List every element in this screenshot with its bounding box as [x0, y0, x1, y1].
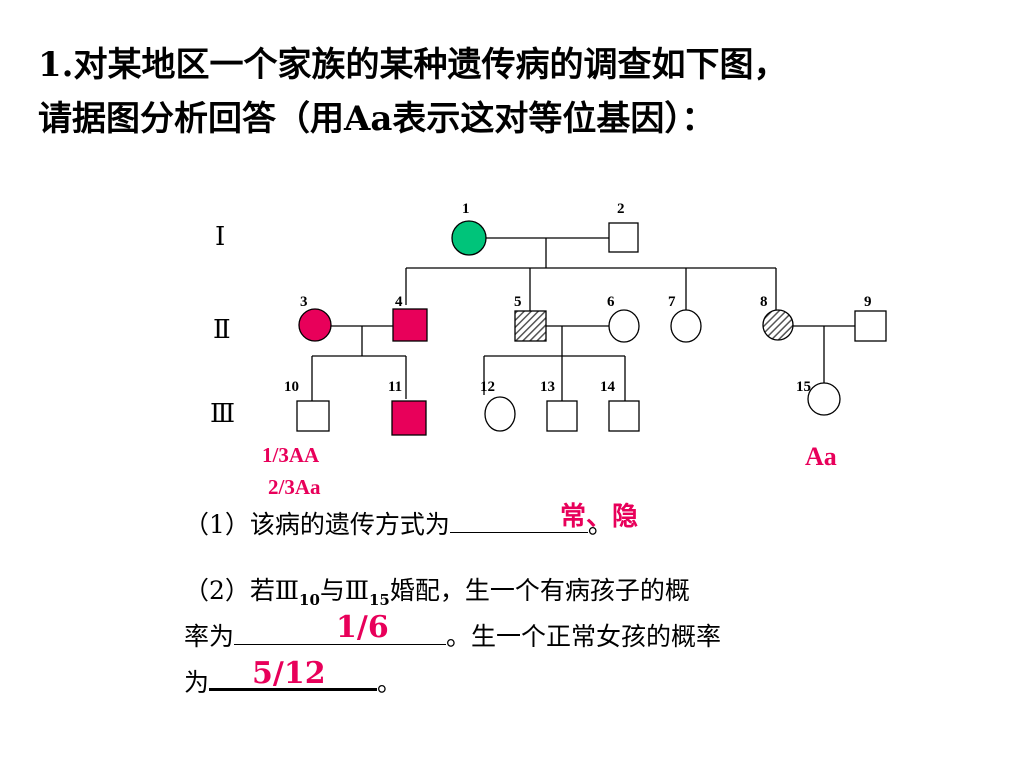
genotype-annotation-10-line2: 2/3Aa — [268, 475, 321, 499]
q2-answer-1: 1/6 — [336, 610, 389, 645]
q1-suffix: 。 — [587, 510, 613, 539]
title-line-1: 1.对某地区一个家族的某种遗传病的调查如下图， — [38, 38, 1018, 92]
question-1: （1）该病的遗传方式为 。 — [184, 506, 613, 543]
ind-label-12: 12 — [480, 379, 495, 395]
question-2-line-1: （2）若Ⅲ10与Ⅲ15婚配，生一个有病孩子的概 — [184, 573, 690, 618]
ind-label-1: 1 — [462, 201, 470, 217]
q1-blank — [449, 506, 588, 533]
ind-label-2: 2 — [617, 201, 625, 217]
ind-label-13: 13 — [540, 379, 555, 395]
question-2-line-2: 率为 。生一个正常女孩的概率 — [184, 618, 721, 655]
individual-7-female — [670, 309, 702, 343]
q2-subscript-10: 10 — [299, 591, 320, 609]
question-number: 1. — [38, 45, 74, 85]
q2-text-a: （2）若Ⅲ — [184, 576, 300, 605]
title-text-1: 对某地区一个家族的某种遗传病的调查如下图， — [73, 45, 788, 85]
ind-label-9: 9 — [864, 294, 872, 310]
q2-blank-1 — [234, 618, 447, 645]
individual-13-male — [546, 400, 578, 432]
individual-11-male — [391, 400, 427, 436]
q2-blank-2 — [209, 662, 378, 691]
individual-10-male — [296, 400, 330, 432]
individual-1-female — [451, 220, 487, 256]
genotype-annotation-15: Aa — [805, 442, 837, 471]
q2-subscript-15: 15 — [369, 591, 390, 609]
question-title: 1.对某地区一个家族的某种遗传病的调查如下图， 请据图分析回答（用Aa表示这对等… — [38, 38, 1018, 146]
individual-9-male — [854, 310, 887, 342]
generation-label-1: Ⅰ — [215, 222, 225, 251]
ind-label-6: 6 — [607, 294, 615, 310]
question-2-line-3: 为。 — [184, 662, 402, 701]
ind-label-10: 10 — [284, 379, 299, 395]
q2-text-c: 婚配，生一个有病孩子的概 — [389, 576, 690, 605]
q2-line3-suffix: 。 — [377, 668, 403, 697]
individual-12-female — [484, 396, 516, 432]
q2-line2-prefix: 率为 — [184, 622, 235, 651]
ind-label-3: 3 — [300, 294, 308, 310]
individual-8-female — [762, 309, 794, 341]
q1-prefix: （1）该病的遗传方式为 — [184, 510, 450, 539]
individual-3-female — [298, 308, 332, 342]
pedigree-lines — [311, 237, 855, 401]
ind-label-14: 14 — [600, 379, 616, 395]
generation-label-3: Ⅲ — [210, 399, 235, 428]
individual-14-male — [608, 400, 640, 432]
q1-answer: 常、隐 — [560, 502, 639, 532]
ind-label-15: 15 — [796, 379, 811, 395]
q2-text-b: 与Ⅲ — [319, 576, 369, 605]
individual-2-male — [608, 222, 639, 253]
individual-5-male — [514, 310, 547, 342]
ind-label-8: 8 — [760, 294, 768, 310]
generation-label-2: Ⅱ — [213, 315, 231, 344]
individual-6-female — [608, 309, 640, 343]
title-text-2b: 表示这对等位基因）： — [392, 99, 716, 139]
ind-label-11: 11 — [388, 379, 402, 395]
ind-label-5: 5 — [514, 294, 522, 310]
ind-label-4: 4 — [395, 294, 403, 310]
individual-15-female — [807, 382, 841, 416]
q2-line3-prefix: 为 — [184, 668, 210, 697]
individual-4-male — [392, 308, 428, 342]
q2-line2-suffix: 。生一个正常女孩的概率 — [446, 622, 722, 651]
q2-answer-2: 5/12 — [252, 656, 326, 691]
title-line-2: 请据图分析回答（用Aa表示这对等位基因）： — [38, 92, 1018, 146]
title-allele-symbol: Aa — [344, 99, 393, 139]
title-text-2a: 请据图分析回答（用 — [38, 99, 344, 139]
ind-label-7: 7 — [668, 294, 676, 310]
genotype-annotation-10-line1: 1/3AA — [262, 443, 320, 467]
